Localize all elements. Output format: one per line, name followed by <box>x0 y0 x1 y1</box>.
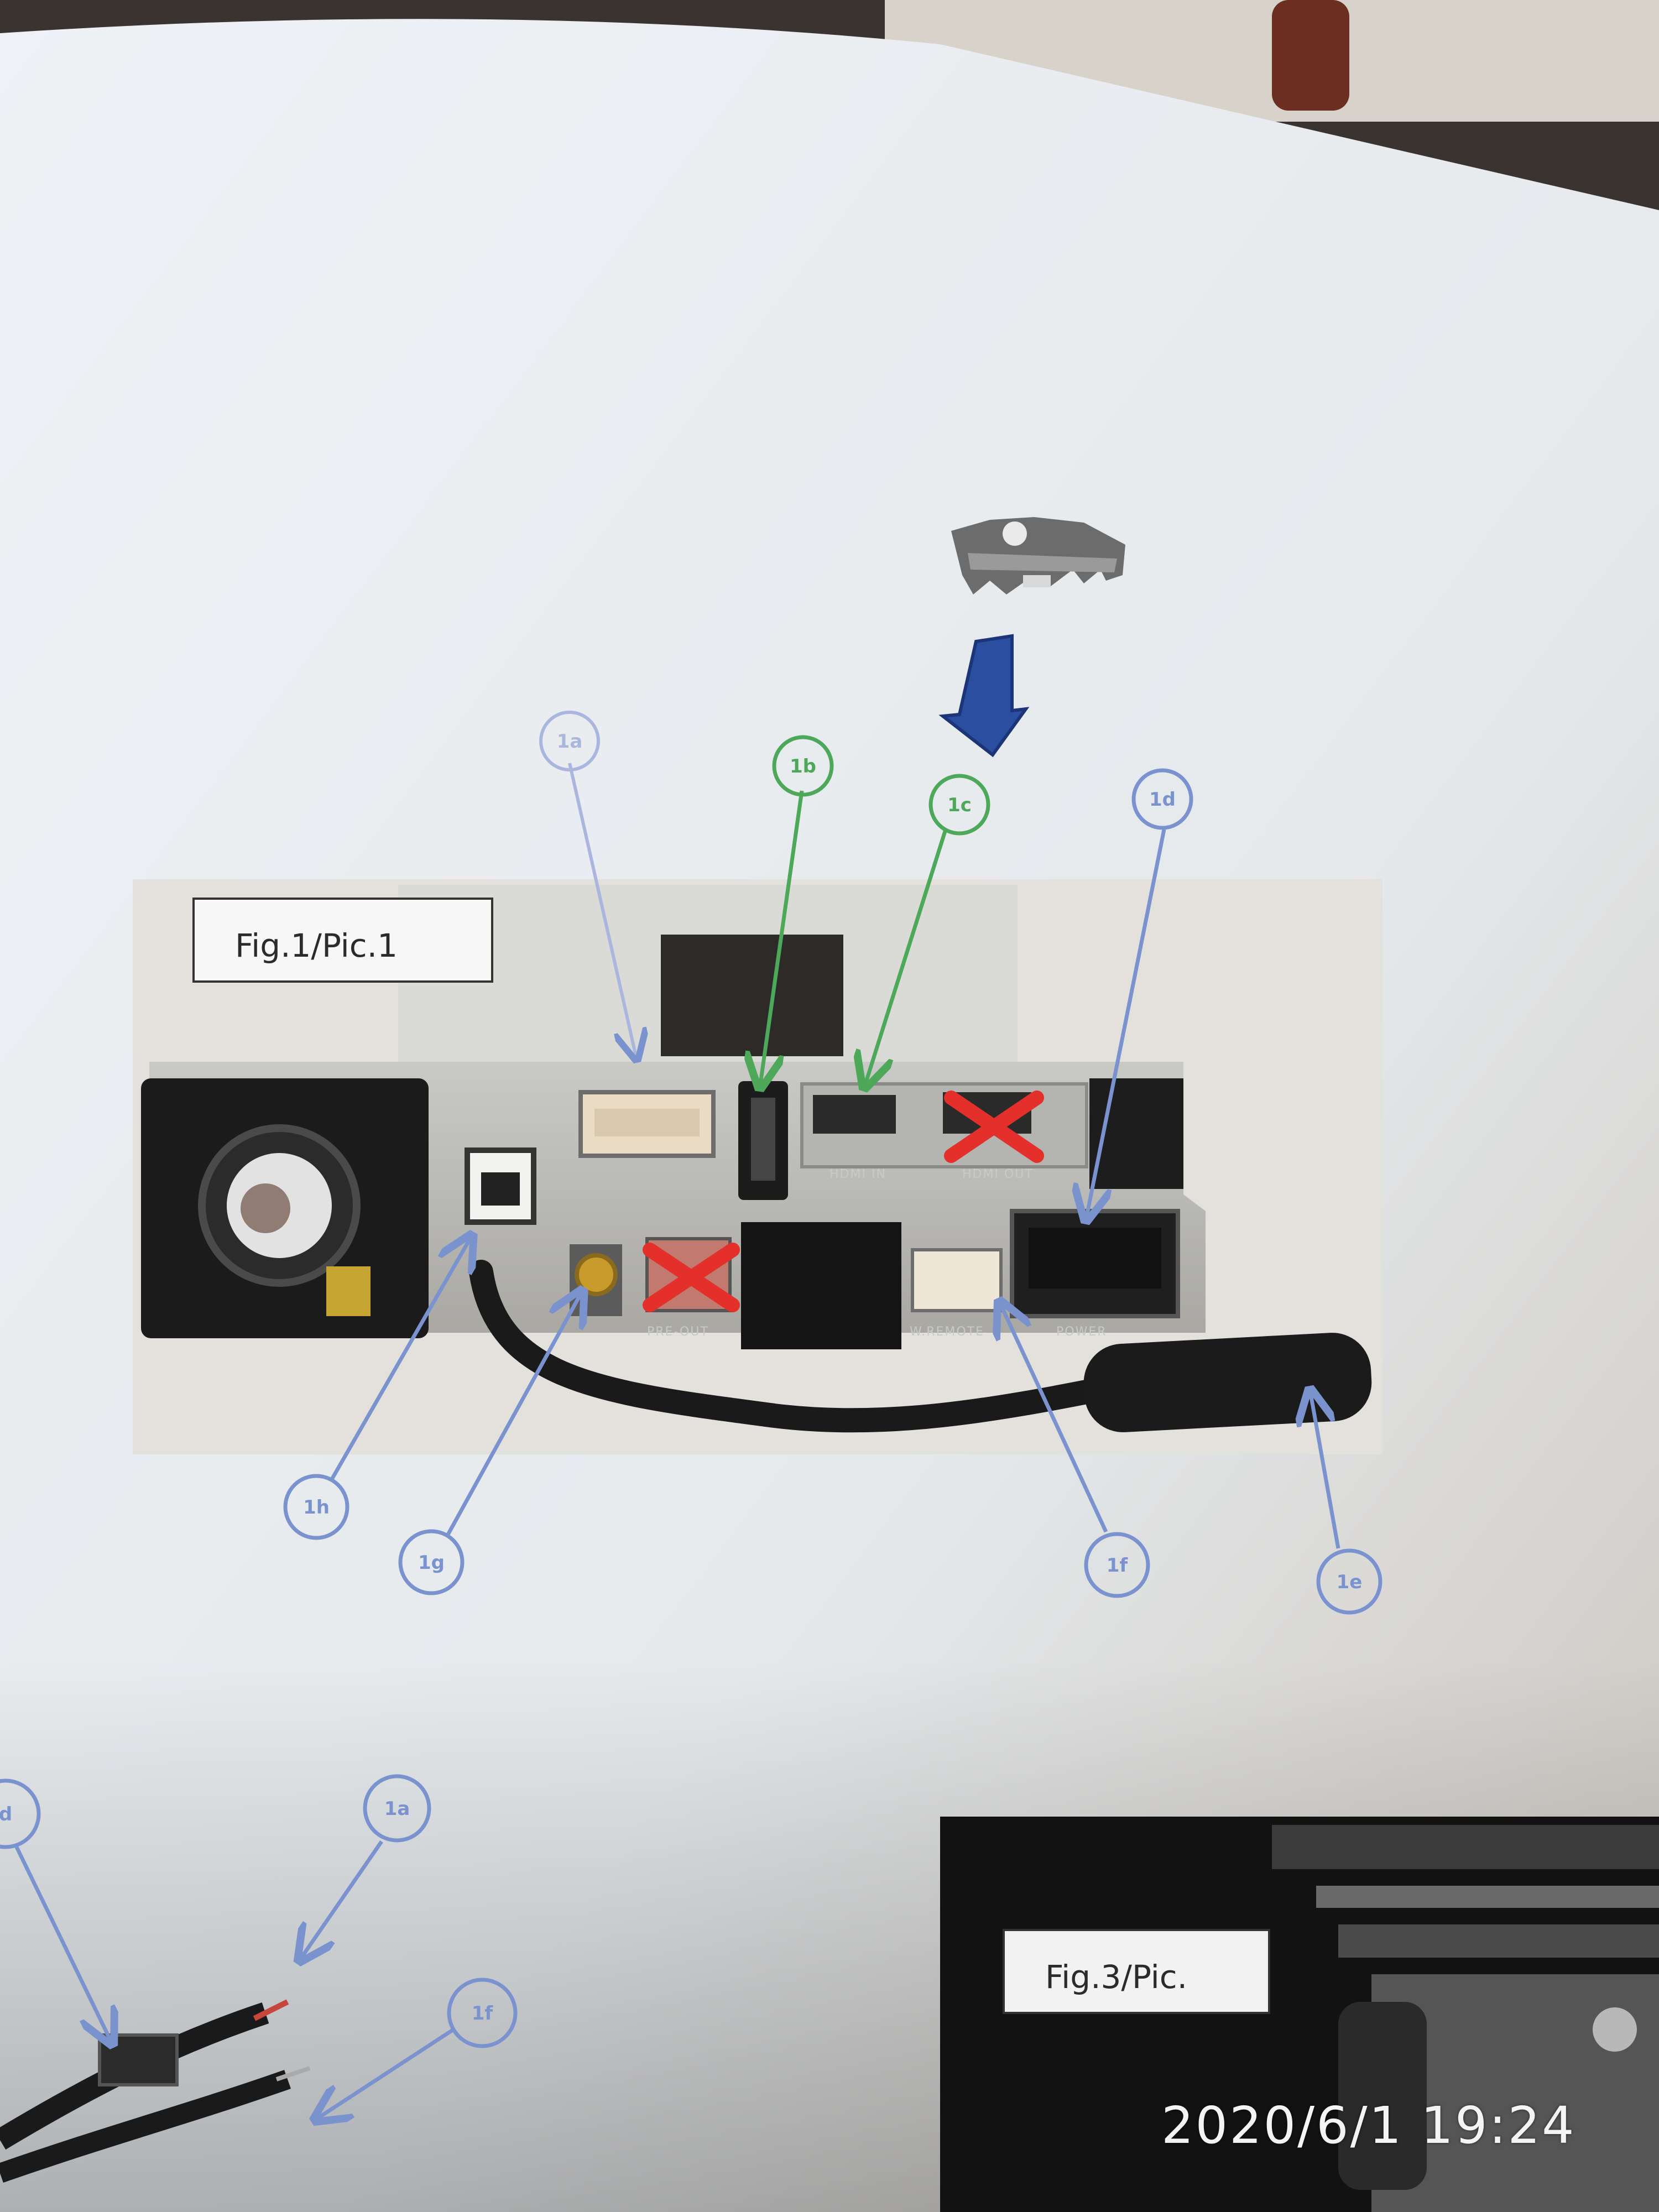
svg-text:1c: 1c <box>947 794 972 816</box>
chair-leg <box>1272 0 1349 111</box>
mounting-clip <box>951 517 1125 594</box>
svg-text:1h: 1h <box>303 1496 330 1519</box>
svg-text:1g: 1g <box>418 1552 445 1574</box>
svg-text:1d: 1d <box>1149 789 1176 811</box>
callout-1a-lower: 1a <box>301 1774 431 1958</box>
figure-1-label: Fig.1/Pic.1 <box>192 898 493 983</box>
svg-text:1e: 1e <box>1337 1571 1363 1593</box>
svg-text:1f: 1f <box>1107 1554 1129 1577</box>
figure-1-photo: HDMI IN HDMI OUT POWER W.REMOTE PRE-OUT <box>133 879 1383 1454</box>
callout-1e: 1e <box>1311 1394 1383 1615</box>
svg-text:1a: 1a <box>384 1798 410 1820</box>
svg-text:d: d <box>0 1803 12 1825</box>
figure-3-photo: Fig.3/Pic. <box>940 1817 1659 2212</box>
power-print: POWER <box>1056 1325 1107 1339</box>
callout-1d: 1d <box>1087 768 1193 1217</box>
down-arrow-icon <box>938 634 1030 758</box>
callout-1a: 1a <box>539 711 636 1056</box>
figure-3-label: Fig.3/Pic. <box>1045 1958 1187 1996</box>
svg-text:1f: 1f <box>472 2002 494 2025</box>
photo-timestamp: 2020/6/1 19:24 <box>1161 2096 1576 2155</box>
svg-text:1a: 1a <box>557 731 583 753</box>
svg-text:Fig.1/Pic.1: Fig.1/Pic.1 <box>235 927 398 964</box>
callout-1b: 1b <box>760 735 834 1084</box>
callout-1c: 1c <box>865 774 990 1084</box>
hdmi-in-print: HDMI IN <box>830 1167 886 1181</box>
callout-1f: 1f <box>1001 1305 1150 1598</box>
preout-print: PRE-OUT <box>647 1325 709 1339</box>
hdmi-out-print: HDMI OUT <box>962 1167 1034 1181</box>
callout-1g: 1g <box>398 1294 581 1595</box>
cable-photo <box>0 1999 311 2183</box>
wremote-print: W.REMOTE <box>910 1325 984 1339</box>
callout-1f-lower: 1f <box>318 1978 518 2118</box>
callout-1h: 1h <box>283 1239 470 1540</box>
red-cross-hdmi-out <box>944 1091 1044 1163</box>
callout-d-partial: d <box>0 1778 111 2041</box>
red-cross-preout <box>643 1243 740 1312</box>
svg-text:1b: 1b <box>790 755 816 778</box>
